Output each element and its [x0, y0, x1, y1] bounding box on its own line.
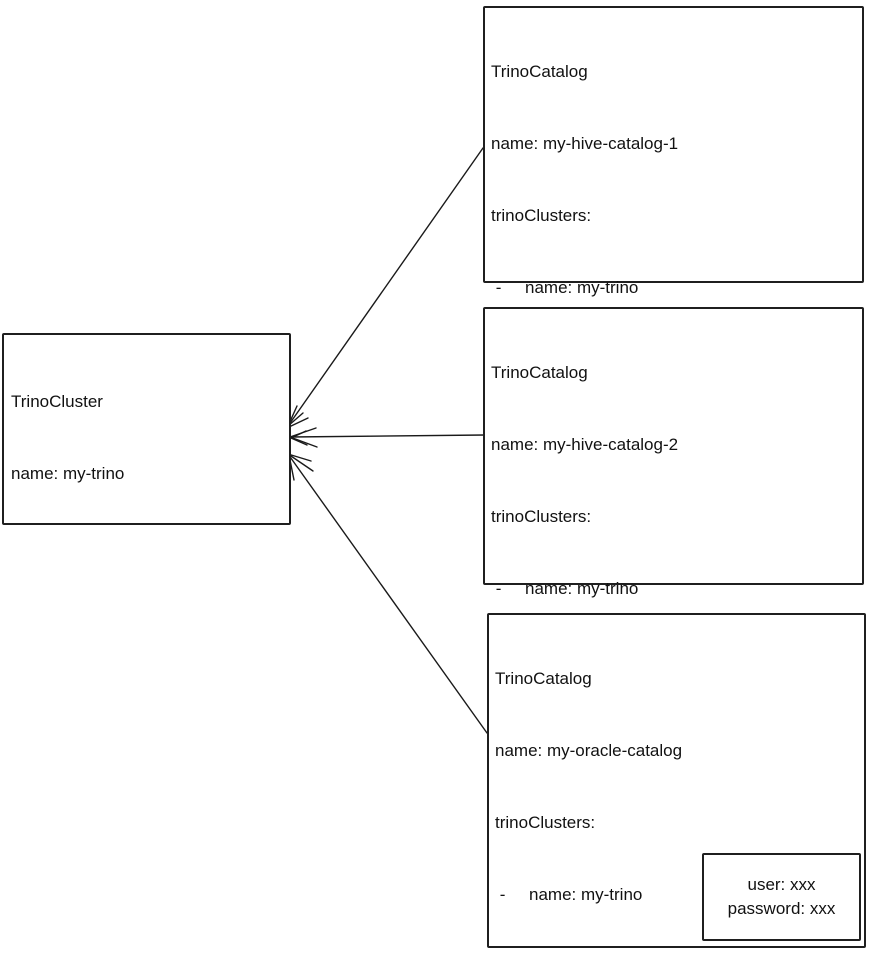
- yaml-line: TrinoCatalog: [491, 62, 588, 81]
- edge-catalog2-to-cluster: [289, 427, 486, 448]
- yaml-line: - name: my-trino: [495, 885, 643, 904]
- yaml-line: trinoClusters:: [491, 507, 592, 526]
- yaml-line: TrinoCatalog: [491, 363, 588, 382]
- trino-catalog-2-box: TrinoCatalog name: my-hive-catalog-2 tri…: [483, 307, 864, 886]
- secret-line: password: xxx: [727, 899, 836, 918]
- yaml-line: - name: my-trino: [491, 278, 639, 297]
- arrowhead-icon: [289, 427, 318, 448]
- edge-catalog1-to-cluster: [287, 147, 484, 428]
- secret-line: user: xxx: [747, 875, 816, 894]
- yaml-line: name: my-hive-catalog-2: [491, 435, 679, 454]
- arrowhead-icon: [287, 405, 309, 428]
- trino-catalog-1-box: TrinoCatalog name: my-hive-catalog-1 tri…: [483, 6, 864, 657]
- yaml-line: TrinoCatalog: [495, 669, 592, 688]
- yaml-line: name: my-oracle-catalog: [495, 741, 683, 760]
- oracle-credentials-secret-box: user: xxx password: xxx: [702, 853, 861, 941]
- edge-catalog3-to-cluster: [287, 453, 488, 734]
- yaml-line: name: my-trino: [11, 464, 125, 483]
- yaml-line: trinoClusters:: [495, 813, 596, 832]
- arrowhead-icon: [287, 453, 314, 481]
- trino-cluster-box: TrinoCluster name: my-trino: [2, 333, 291, 525]
- yaml-line: name: my-hive-catalog-1: [491, 134, 679, 153]
- yaml-line: TrinoCluster: [11, 392, 103, 411]
- yaml-line: - name: my-trino: [491, 579, 639, 598]
- yaml-line: trinoClusters:: [491, 206, 592, 225]
- trino-catalog-3-box: TrinoCatalog name: my-oracle-catalog tri…: [487, 613, 866, 948]
